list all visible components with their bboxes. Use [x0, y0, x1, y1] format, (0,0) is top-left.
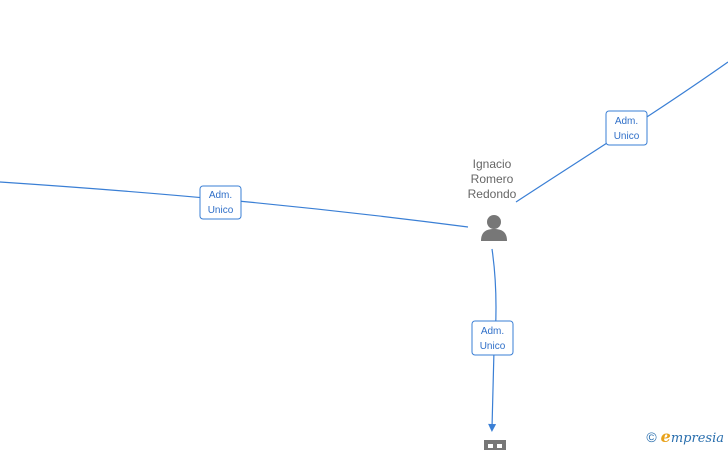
building-icon[interactable] — [484, 440, 506, 450]
person-name-line: Redondo — [467, 187, 517, 201]
relation-label-line2: Unico — [208, 205, 234, 216]
person-name-line: Ignacio — [472, 157, 512, 171]
relation-label-upper-right[interactable]: Adm. Unico — [605, 110, 648, 146]
relation-label-line2: Unico — [480, 341, 506, 352]
relation-label-line1: Adm. — [209, 190, 232, 201]
person-name-line: Romero — [470, 172, 514, 186]
relation-label-left[interactable]: Adm. Unico — [199, 185, 242, 220]
relation-label-down[interactable]: Adm. Unico — [471, 320, 514, 356]
brand-logo-e: e — [660, 427, 671, 446]
brand-logo: empresia — [661, 427, 724, 446]
copyright-icon: © — [646, 428, 657, 445]
relation-label-line1: Adm. — [481, 326, 504, 337]
brand-logo-rest: mpresia — [670, 431, 724, 446]
person-name[interactable]: Ignacio Romero Redondo — [452, 157, 532, 202]
empresia-watermark: © empresia — [646, 427, 724, 446]
person-icon[interactable] — [481, 215, 507, 241]
relation-label-line1: Adm. — [615, 116, 638, 127]
relation-label-line2: Unico — [614, 131, 640, 142]
